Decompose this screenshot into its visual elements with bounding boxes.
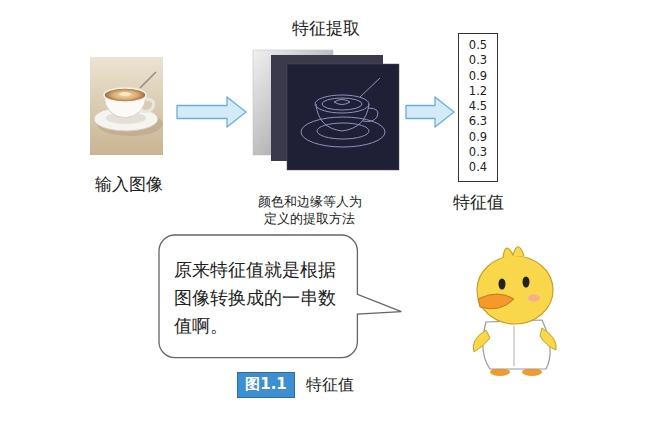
image-label: 输入图像: [85, 174, 173, 195]
bird-mascot: [473, 247, 556, 376]
speech-bubble: 原来特征值就是根据图像转换成的一串数值啊。: [158, 234, 403, 360]
feature-number: 1.2: [459, 84, 497, 99]
feature-number: 0.5: [459, 38, 497, 53]
feature-number: 0.4: [459, 160, 497, 175]
feature-number: 6.3: [459, 114, 497, 129]
feature-maps: [253, 50, 399, 170]
block-arrow: [406, 97, 454, 127]
vector-label: 特征值: [448, 192, 508, 213]
coffee-photo: [90, 57, 163, 155]
method-note: 颜色和边缘等人为定义的提取方法: [256, 194, 364, 228]
feature-vector-node-shape: 0.50.30.91.24.56.30.90.30.4: [458, 33, 498, 182]
feature-extraction-node: 特征提取颜色和边缘等人为定义的提取方法: [250, 14, 402, 232]
bubble-text: 原来特征值就是根据图像转换成的一串数值啊。: [174, 256, 341, 340]
block-arrow: [177, 97, 246, 127]
feature-vector-node: 0.50.30.91.24.56.30.90.30.4特征值: [448, 33, 508, 213]
figure-badge: 图1.1: [237, 372, 295, 398]
figure-number: 图1.1: [237, 375, 295, 394]
feature-number: 0.3: [459, 53, 497, 68]
feature-number: 0.9: [459, 130, 497, 145]
bubble-path: [159, 235, 401, 358]
input-image-node: 输入图像: [85, 52, 173, 198]
feature-number: 0.9: [459, 69, 497, 84]
figure-caption: 特征值: [306, 375, 354, 395]
feature-number: 0.3: [459, 145, 497, 160]
feature-number: 4.5: [459, 99, 497, 114]
section-title: 特征提取: [250, 18, 402, 39]
